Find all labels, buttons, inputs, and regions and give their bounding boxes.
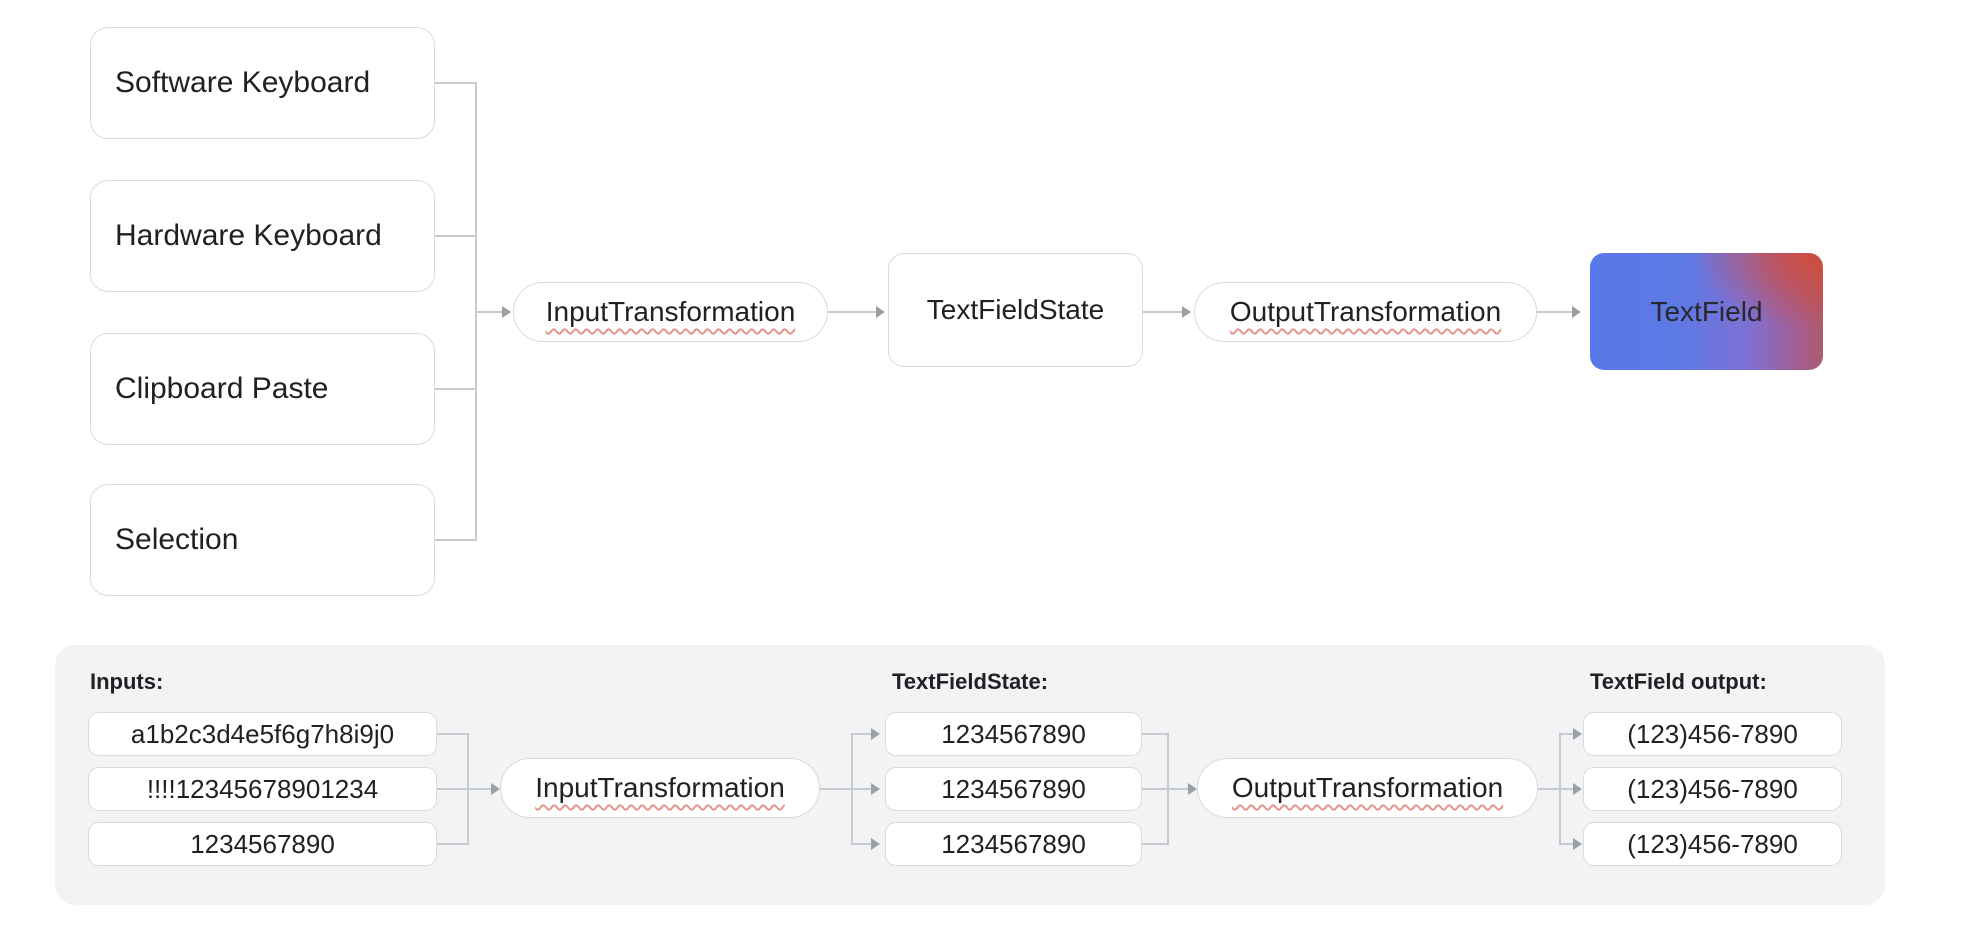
state-value-cell: 1234567890 xyxy=(885,712,1142,756)
arrow-icon xyxy=(876,306,885,318)
connector-line xyxy=(820,788,852,790)
arrow-icon xyxy=(502,306,511,318)
input-value: 1234567890 xyxy=(190,828,335,859)
text-field-state-node: TextFieldState xyxy=(888,253,1143,367)
arrow-icon xyxy=(1573,838,1582,850)
text-field-state-label: TextFieldState xyxy=(926,294,1105,325)
output-transformation-example-node: OutputTransformation xyxy=(1197,758,1538,818)
input-value: !!!!12345678901234 xyxy=(146,773,379,804)
connector-line xyxy=(1559,843,1574,845)
inputs-label: Inputs: xyxy=(90,669,164,694)
connector-line xyxy=(1142,843,1169,845)
input-transformation-label: InputTransformation xyxy=(535,772,785,803)
connector-line xyxy=(437,733,469,735)
text-field-label: TextField xyxy=(1650,295,1763,327)
source-label: Hardware Keyboard xyxy=(115,219,382,252)
output-value: (123)456-7890 xyxy=(1627,828,1798,859)
source-box-hardware-keyboard: Hardware Keyboard xyxy=(90,180,435,292)
state-value: 1234567890 xyxy=(941,828,1086,859)
output-value: (123)456-7890 xyxy=(1627,773,1798,804)
state-value: 1234567890 xyxy=(941,773,1086,804)
connector-line xyxy=(828,311,876,313)
arrow-icon xyxy=(1573,728,1582,740)
input-transformation-node: InputTransformation xyxy=(513,282,828,342)
connector-line xyxy=(1559,733,1574,735)
connector-line xyxy=(851,843,872,845)
output-transformation-node: OutputTransformation xyxy=(1194,282,1537,342)
connector-line xyxy=(475,311,503,313)
arrow-icon xyxy=(1182,306,1191,318)
state-value: 1234567890 xyxy=(941,718,1086,749)
output-label: TextField output: xyxy=(1590,669,1767,694)
input-transformation-label: InputTransformation xyxy=(545,296,796,327)
output-value-cell: (123)456-7890 xyxy=(1583,712,1842,756)
arrow-icon xyxy=(1188,783,1197,795)
connector-line xyxy=(1142,788,1169,790)
connector-line xyxy=(435,539,477,541)
arrow-icon xyxy=(871,838,880,850)
output-value-cell: (123)456-7890 xyxy=(1583,767,1842,811)
arrow-icon xyxy=(1573,783,1582,795)
source-label: Software Keyboard xyxy=(115,66,371,99)
source-box-clipboard-paste: Clipboard Paste xyxy=(90,333,435,445)
connector-line xyxy=(435,235,477,237)
output-transformation-label: OutputTransformation xyxy=(1231,772,1504,803)
state-value-cell: 1234567890 xyxy=(885,767,1142,811)
connector-line xyxy=(1143,311,1182,313)
input-value-cell: 1234567890 xyxy=(88,822,437,866)
input-transformation-example-node: InputTransformation xyxy=(500,758,820,818)
connector-line xyxy=(437,843,469,845)
connector-line xyxy=(851,788,872,790)
connector-line xyxy=(1559,788,1574,790)
connector-line xyxy=(1167,788,1189,790)
connector-line xyxy=(467,788,492,790)
source-box-selection: Selection xyxy=(90,484,435,596)
output-transformation-label: OutputTransformation xyxy=(1229,296,1502,327)
input-value: a1b2c3d4e5f6g7h8i9j0 xyxy=(130,718,395,749)
text-field-node: TextField xyxy=(1590,253,1823,370)
output-value: (123)456-7890 xyxy=(1627,718,1798,749)
arrow-icon xyxy=(1572,306,1581,318)
output-value-cell: (123)456-7890 xyxy=(1583,822,1842,866)
connector-line xyxy=(1538,788,1561,790)
connector-line xyxy=(851,733,872,735)
connector-line xyxy=(435,388,477,390)
connector-line xyxy=(1537,311,1572,313)
arrow-icon xyxy=(871,783,880,795)
input-value-cell: a1b2c3d4e5f6g7h8i9j0 xyxy=(88,712,437,756)
source-label: Selection xyxy=(115,523,239,556)
connector-line xyxy=(1142,733,1169,735)
arrow-icon xyxy=(491,783,500,795)
arrow-icon xyxy=(871,728,880,740)
connector-line xyxy=(435,82,477,84)
source-label: Clipboard Paste xyxy=(115,372,329,405)
connector-line xyxy=(437,788,469,790)
source-box-software-keyboard: Software Keyboard xyxy=(90,27,435,139)
state-label: TextFieldState: xyxy=(892,669,1049,694)
input-value-cell: !!!!12345678901234 xyxy=(88,767,437,811)
state-value-cell: 1234567890 xyxy=(885,822,1142,866)
